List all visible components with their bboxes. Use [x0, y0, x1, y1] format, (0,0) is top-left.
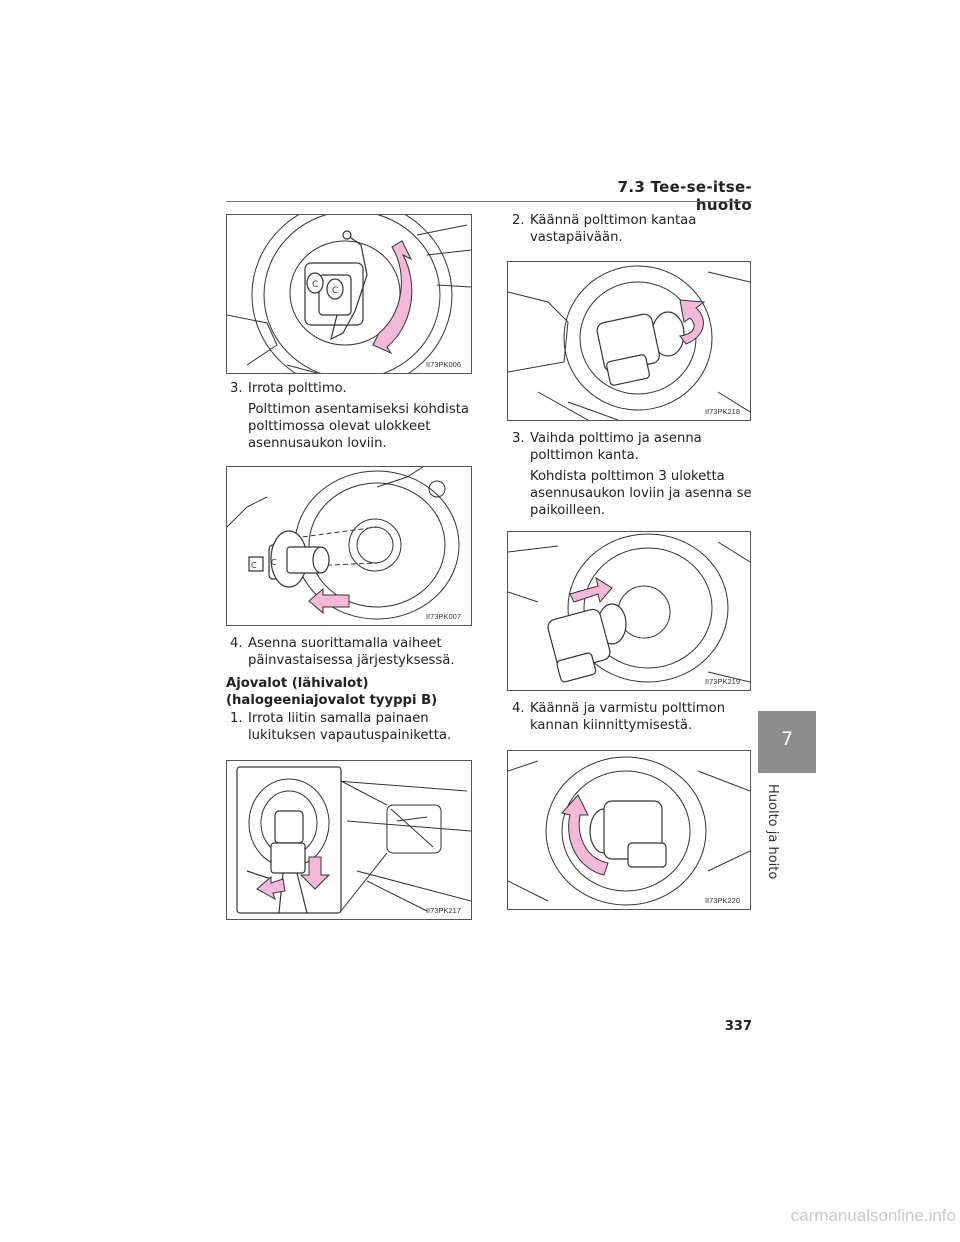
insert-arrow: [569, 576, 613, 604]
figure-code: II73PK217: [425, 906, 461, 915]
figure-code: II73PK219: [704, 677, 740, 686]
chapter-label-text: Huolto ja hoito: [765, 784, 780, 880]
figure-rotate-ccw: II73PK218: [507, 261, 751, 421]
press-arrow: [256, 875, 286, 901]
section-title: 7.3 Tee-se-itse-huolto: [617, 178, 752, 214]
figure-bulb-clip: C C II73PK006: [226, 214, 472, 374]
svg-text:C: C: [271, 558, 277, 567]
step-text: Käännä polttimon kantaa vastapäivään.: [530, 213, 697, 245]
pull-down-arrow: [299, 856, 331, 890]
figure-rotate-cw: II73PK220: [507, 750, 751, 910]
figure-code: II73PK006: [425, 360, 461, 369]
right-step-2: 2. Käännä polttimon kantaa vastapäivään.: [512, 212, 752, 246]
step-text: Käännä ja varmistu polttimon kannan kiin…: [530, 701, 726, 733]
rotate-arrow: [372, 240, 413, 355]
chapter-label: Huolto ja hoito: [760, 784, 786, 904]
svg-text:C: C: [332, 286, 338, 296]
step-number: 2.: [512, 213, 525, 228]
step-subtext: Polttimon asentamiseksi kohdista polttim…: [248, 402, 469, 451]
step-number: 3.: [512, 431, 525, 446]
cw-arrow: [561, 794, 609, 876]
figure-code: II73PK218: [704, 407, 740, 416]
left-step-4: 4. Asenna suorittamalla vaiheet päinvast…: [230, 635, 480, 669]
step-number: 1.: [230, 711, 243, 726]
step-number: 4.: [512, 701, 525, 716]
pull-arrow: [308, 587, 350, 615]
section-heading: Ajovalot (lähivalot) (halogeeniajovalot …: [226, 676, 438, 708]
figure-code: II73PK220: [704, 896, 740, 905]
figure-bulb-removal: C C II73PK007: [226, 466, 472, 626]
figure-bulb-install: II73PK219: [507, 531, 751, 691]
left-step-1: 1. Irrota liitin samalla painaen lukituk…: [230, 710, 486, 744]
right-step-4: 4. Käännä ja varmistu polttimon kannan k…: [512, 700, 752, 734]
svg-text:C: C: [251, 561, 257, 570]
ccw-arrow: [679, 299, 706, 345]
figure-code: II73PK007: [425, 612, 461, 621]
step-number: 4.: [230, 636, 243, 651]
left-step-3: 3. Irrota polttimo. Polttimon asentamise…: [230, 380, 480, 452]
step-text: Irrota liitin samalla painaen lukituksen…: [248, 711, 452, 743]
step-number: 3.: [230, 381, 243, 396]
right-step-3: 3. Vaihda polttimo ja asenna polttimon k…: [512, 430, 752, 519]
watermark: carmanualsonline.info: [790, 1206, 956, 1225]
step-text: Vaihda polttimo ja asenna polttimon kant…: [530, 431, 702, 463]
figure-connector-release: II73PK217: [226, 760, 472, 920]
svg-text:C: C: [312, 280, 318, 290]
step-text: Asenna suorittamalla vaiheet päinvastais…: [248, 636, 455, 668]
step-subtext: Kohdista polttimon 3 uloketta asennusauk…: [530, 469, 752, 518]
page-number: 337: [724, 1019, 752, 1034]
chapter-number: 7: [780, 728, 794, 750]
step-text: Irrota polttimo.: [248, 381, 347, 396]
chapter-tab: [758, 711, 816, 773]
header-divider: [226, 201, 752, 202]
